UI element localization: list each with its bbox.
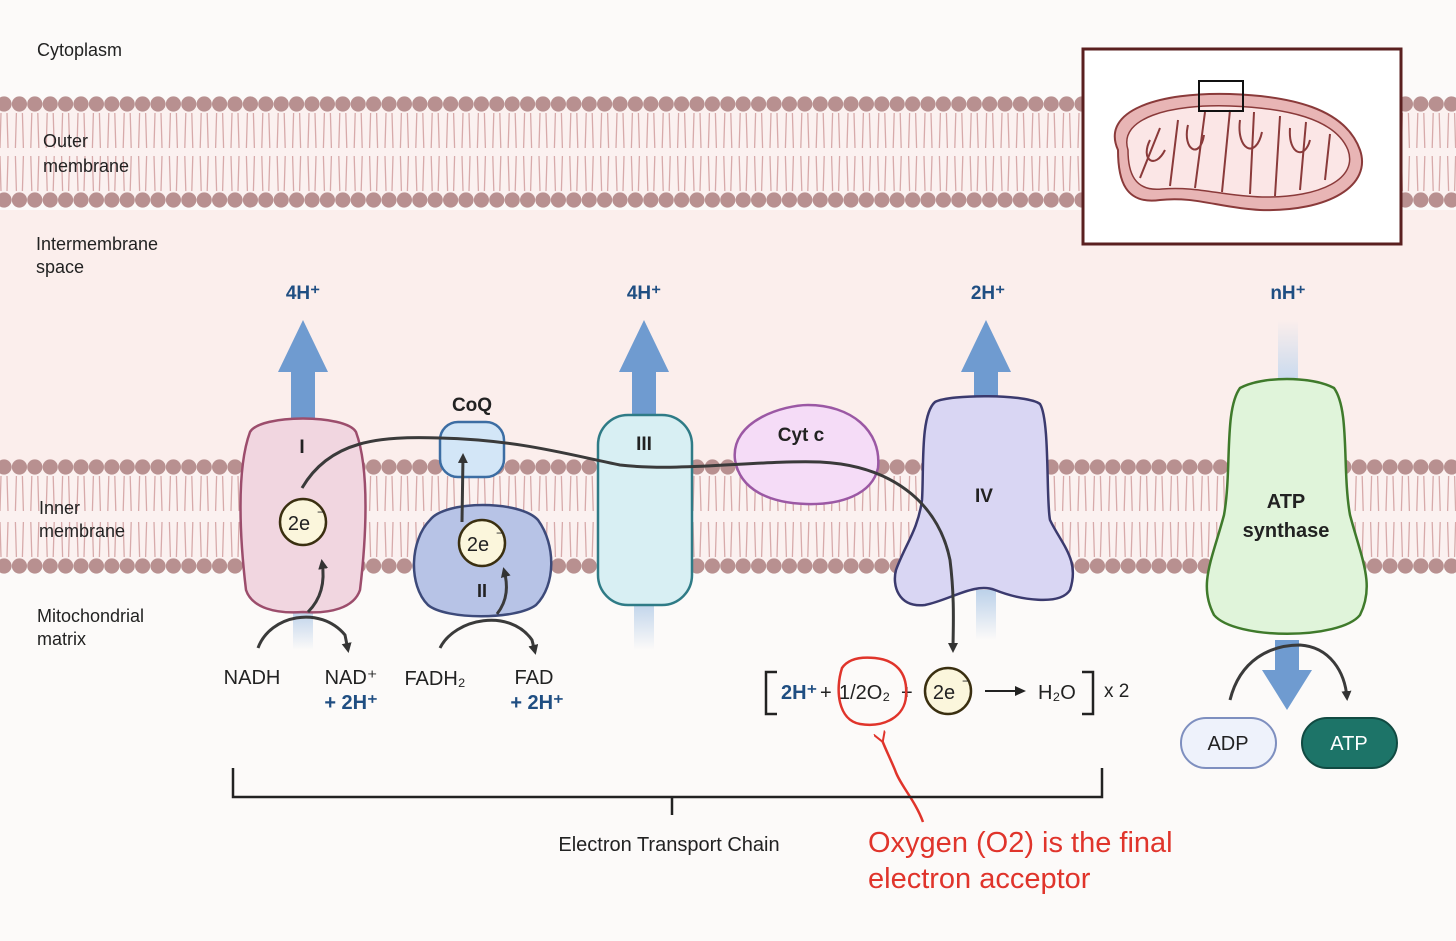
- atp-synthase: ATP synthase: [1205, 377, 1368, 635]
- mitochondrion-inset: [1081, 47, 1403, 246]
- oxygen-reduction-equation: 2H⁺ + 1/2O₂ + 2e − H₂O x 2: [764, 666, 1129, 716]
- electron-complex-i-charge: −: [317, 505, 324, 519]
- electron-complex-ii-text: 2e: [467, 534, 489, 556]
- fad-label: FAD: [515, 667, 554, 689]
- complex-iii: III: [596, 413, 694, 607]
- proton-label-complex-iv: 2H⁺: [971, 283, 1005, 304]
- proton-label-complex-iii: 4H⁺: [627, 283, 661, 304]
- electron-oxygen-text: 2e: [933, 682, 955, 704]
- oxygen-highlight-circle: [837, 656, 908, 727]
- proton-label-complex-i: 4H⁺: [286, 283, 320, 304]
- complex-iii-label: III: [636, 434, 652, 455]
- intermembrane-label-line1: Intermembrane: [36, 234, 158, 254]
- adp-to-atp-arrow: [1228, 643, 1352, 701]
- proton-arrow-complex-i: [278, 320, 328, 420]
- electron-flow-path: [300, 436, 959, 653]
- atp-badge: ATP: [1301, 717, 1398, 769]
- fadh2-oxidation-arrow: [438, 618, 539, 655]
- inset-zoom-box: [1198, 80, 1244, 112]
- matrix-label-line1: Mitochondrial: [37, 606, 144, 626]
- electron-oxygen-charge: −: [962, 674, 969, 688]
- reaction-plus-1: +: [820, 682, 832, 704]
- atp-synthase-label-line2: synthase: [1243, 520, 1330, 542]
- outer-membrane-label-line1: Outer: [43, 131, 88, 151]
- nadh-electron-arrow: [306, 559, 329, 614]
- electron-oxygen: [923, 666, 973, 716]
- electron-complex-ii: 2e −: [457, 518, 507, 568]
- electron-complex-i-text: 2e: [288, 513, 310, 535]
- nadh-label: NADH: [224, 667, 281, 689]
- atp-synthase-label-line1: ATP: [1267, 491, 1306, 513]
- intermembrane-space-bg: [0, 210, 1456, 470]
- annotation-line2: electron acceptor: [868, 863, 1091, 895]
- reaction-protons: 2H⁺: [781, 682, 817, 704]
- complex-iv: IV: [893, 394, 1075, 607]
- intermembrane-label-line2: space: [36, 257, 84, 277]
- adp-label: ADP: [1207, 733, 1248, 755]
- coq-label: CoQ: [452, 395, 492, 416]
- fad-protons-label: + 2H⁺: [510, 692, 563, 714]
- cyt-c-label: Cyt c: [778, 425, 825, 446]
- atp-label: ATP: [1330, 733, 1367, 755]
- annotation-arrow: [882, 740, 925, 823]
- reaction-multiplier: x 2: [1104, 681, 1129, 702]
- nad-plus-protons-label: + 2H⁺: [324, 692, 377, 714]
- electron-complex-i: 2e −: [278, 497, 328, 547]
- proton-label-atp-synthase: nH⁺: [1270, 283, 1305, 304]
- complex-ii-label: II: [477, 581, 487, 601]
- matrix-label-line2: matrix: [37, 629, 86, 649]
- cyt-c: Cyt c: [733, 403, 880, 506]
- proton-arrow-complex-iii: [619, 320, 669, 420]
- electron-complex-ii-charge: −: [496, 526, 503, 540]
- cytoplasm-label: Cytoplasm: [37, 40, 122, 60]
- fadh2-label: FADH₂: [404, 668, 465, 690]
- inner-membrane-label-line2: membrane: [39, 521, 125, 541]
- electron-to-coq-arrow: [457, 453, 468, 523]
- outer-membrane-label-line2: membrane: [43, 156, 129, 176]
- coq: CoQ: [438, 395, 506, 479]
- inner-membrane-label-line1: Inner: [39, 498, 80, 518]
- complex-iv-label: IV: [975, 486, 993, 507]
- reaction-water: H₂O: [1038, 682, 1076, 704]
- fadh2-electron-arrow: [495, 567, 511, 615]
- etc-bracket: [231, 768, 1104, 815]
- complex-i-label: I: [299, 437, 304, 458]
- nadh-oxidation-arrow: [256, 615, 352, 653]
- adp-badge: ADP: [1180, 717, 1277, 769]
- annotation-line1: Oxygen (O2) is the final: [868, 827, 1173, 859]
- reaction-oxygen: 1/2O₂: [839, 682, 890, 704]
- etc-label: Electron Transport Chain: [558, 834, 779, 856]
- nad-plus-label: NAD⁺: [325, 667, 378, 689]
